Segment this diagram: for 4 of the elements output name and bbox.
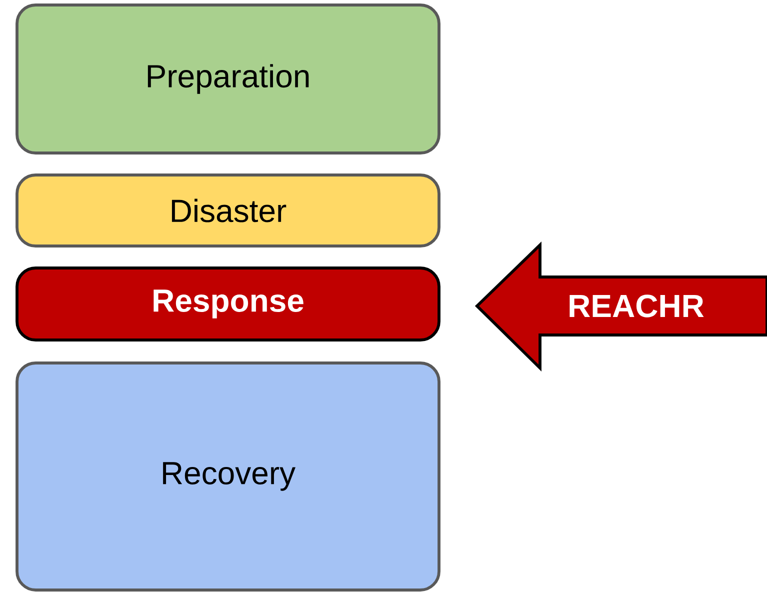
phase-box: Response	[16, 266, 440, 342]
phase-box: Disaster	[16, 174, 440, 248]
phase-box: Recovery	[16, 362, 440, 592]
phase-box: Preparation	[16, 4, 440, 154]
